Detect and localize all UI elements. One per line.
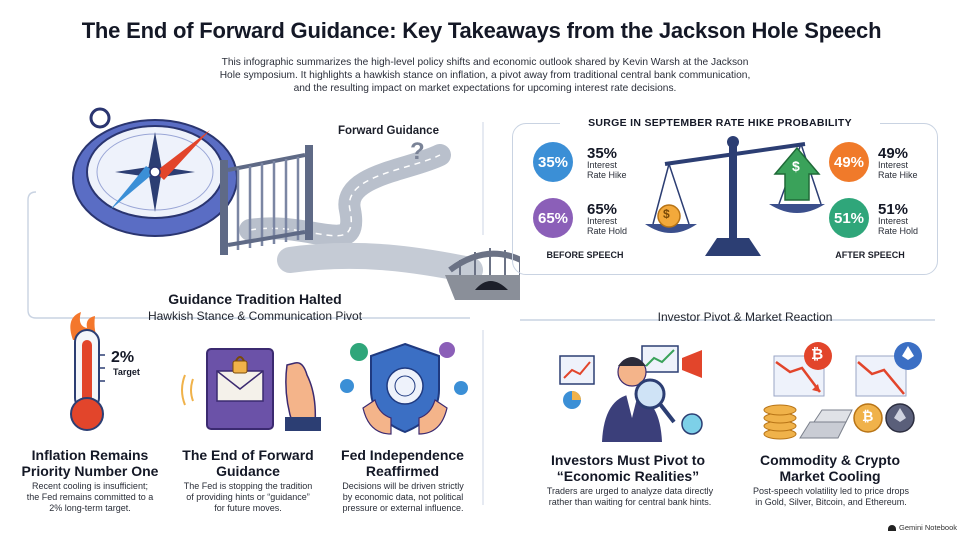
guidance-book-icon (181, 348, 321, 431)
road-to-bridge (277, 242, 483, 283)
notebook-badge: Gemini Notebook (888, 523, 957, 532)
fed-shield-icon (340, 342, 468, 435)
card-commodity-desc: Post-speech volatility led to price drop… (752, 486, 910, 507)
card-commodity-title: Commodity & Crypto Market Cooling (760, 452, 900, 484)
right-section-subtitle: Investor Pivot & Market Reaction (657, 310, 833, 324)
thermometer-icon (70, 312, 105, 431)
compass-gate-road-illustration (72, 107, 520, 300)
card-independence-title: Fed Independence Reaffirmed (341, 447, 464, 479)
after-hike-value: 49% (878, 145, 909, 162)
before-hold-circle: 65% (533, 198, 573, 238)
card-guidance-title: The End of Forward Guidance (182, 447, 314, 479)
after-hike-circle: 49% (829, 142, 869, 182)
after-speech-label: AFTER SPEECH (835, 250, 905, 260)
card-inflation-title: Inflation Remains Priority Number One (21, 447, 159, 479)
after-hold-circle: 51% (829, 198, 869, 238)
intro-text: This infographic summarizes the high-lev… (219, 57, 751, 94)
coin-dollar-symbol: $ (663, 207, 670, 221)
compass-icon (72, 107, 238, 237)
closed-gate-icon (220, 145, 313, 255)
notebook-badge-label: Gemini Notebook (899, 523, 957, 532)
page-title: The End of Forward Guidance: Key Takeawa… (81, 18, 882, 43)
commodity-crypto-icon (763, 342, 922, 440)
before-hold-value: 65% (587, 201, 618, 218)
after-hold-value: 51% (878, 201, 909, 218)
rate-panel-title: SURGE IN SEPTEMBER RATE HIKE PROBABILITY (560, 117, 880, 129)
question-mark: ? (410, 138, 425, 165)
bitcoin-symbol-top: ₿ (811, 346, 824, 363)
before-hike-value: 35% (587, 145, 618, 162)
before-hike-circle: 35% (533, 142, 573, 182)
before-speech-label: BEFORE SPEECH (546, 250, 624, 260)
bitcoin-symbol-bottom: ₿ (862, 408, 874, 424)
card-investors-title: Investors Must Pivot to “Economic Realit… (550, 452, 706, 484)
card-inflation-desc: Recent cooling is insufficient; the Fed … (26, 481, 154, 513)
before-hold-label: Interest Rate Hold (587, 216, 628, 236)
target-label: Target (113, 367, 140, 377)
after-hike-label: Interest Rate Hike (878, 160, 918, 180)
card-guidance-desc: The Fed is stopping the tradition of pro… (183, 481, 313, 513)
winding-road (239, 144, 451, 247)
left-section-title: Guidance Tradition Halted (168, 291, 342, 307)
card-investors-desc: Traders are urged to analyze data direct… (546, 486, 714, 507)
road-label: Forward Guidance (338, 125, 439, 137)
balance-scale-icon (645, 136, 825, 256)
broken-bridge-icon (445, 248, 520, 300)
notebook-logo-icon (888, 524, 897, 531)
after-hold-label: Interest Rate Hold (878, 216, 919, 236)
target-value: 2% (111, 349, 135, 366)
investor-analysis-icon (559, 345, 703, 442)
card-independence-desc: Decisions will be driven strictly by eco… (342, 481, 464, 513)
before-hike-label: Interest Rate Hike (587, 160, 627, 180)
left-section-subtitle: Hawkish Stance & Communication Pivot (147, 309, 363, 323)
arrow-dollar-symbol: $ (792, 158, 800, 174)
